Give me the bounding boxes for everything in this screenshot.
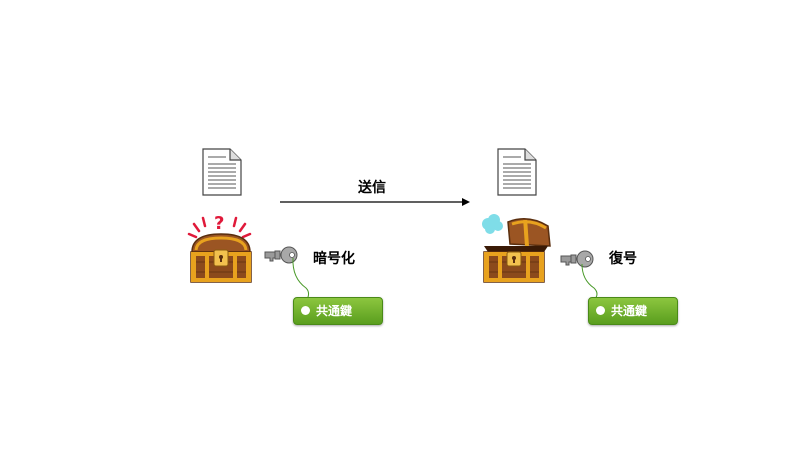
tag-dot xyxy=(301,306,310,315)
send-label: 送信 xyxy=(358,180,386,196)
shared-key-tag-right: 共通鍵 xyxy=(588,297,678,325)
question-mark-icon xyxy=(187,216,252,239)
shared-key-label-right: 共通鍵 xyxy=(611,304,648,318)
encrypt-label: 暗号化 xyxy=(313,251,355,267)
document-icon-right xyxy=(497,148,537,196)
send-arrow xyxy=(280,198,470,206)
treasure-chest-open-icon xyxy=(482,214,551,283)
svg-text:?: ? xyxy=(214,213,224,234)
key-connector-right xyxy=(581,263,598,301)
decrypt-label: 復号 xyxy=(609,251,637,267)
document-icon-left xyxy=(202,148,242,196)
shared-key-label-left: 共通鍵 xyxy=(316,304,353,318)
key-icon-right xyxy=(560,250,594,268)
treasure-chest-closed-icon: ? xyxy=(187,213,252,283)
shared-key-tag-left: 共通鍵 xyxy=(293,297,383,325)
cloud-icon xyxy=(482,214,503,234)
tag-dot xyxy=(596,306,605,315)
